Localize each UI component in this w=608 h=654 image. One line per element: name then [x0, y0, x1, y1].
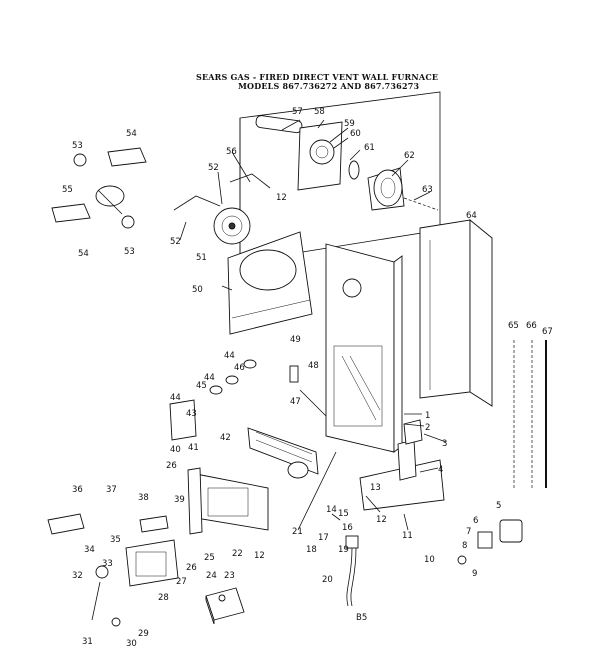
footer-label-b5: B5: [356, 613, 367, 623]
callout-60: 60: [350, 129, 361, 139]
bracket-assembly: [359, 419, 445, 511]
callout-10: 10: [424, 555, 435, 565]
thermostat-parts: [457, 519, 523, 565]
diagram-title-line2: MODELS 867.736272 AND 867.736273: [238, 81, 420, 91]
callout-46: 46: [234, 363, 245, 373]
callout-28: 28: [158, 593, 169, 603]
side-panel: [419, 219, 493, 407]
callout-20: 20: [322, 575, 333, 585]
callout-16: 16: [342, 523, 353, 533]
diagram-title-line1: SEARS GAS - FIRED DIRECT VENT WALL FURNA…: [196, 72, 439, 82]
left-small-parts: [47, 513, 179, 627]
callout-12: 12: [276, 193, 287, 203]
callout-21: 21: [292, 527, 303, 537]
callout-17: 17: [318, 533, 329, 543]
callout-54a: 54: [126, 129, 137, 139]
vent-assembly-inset: [239, 91, 441, 263]
callout-50: 50: [192, 285, 203, 295]
callout-41: 41: [188, 443, 199, 453]
callout-3: 3: [442, 439, 447, 449]
heat-exchanger-panel: [325, 243, 403, 453]
callout-12c: 12: [254, 551, 265, 561]
callout-38: 38: [138, 493, 149, 503]
callout-31: 31: [82, 637, 93, 647]
callout-52a: 52: [208, 163, 219, 173]
callout-19: 19: [338, 545, 349, 555]
callout-58: 58: [314, 107, 325, 117]
motor-mount: [51, 147, 147, 229]
callout-45: 45: [196, 381, 207, 391]
callout-2: 2: [425, 423, 430, 433]
control-panel: [169, 359, 299, 441]
callout-53b: 53: [124, 247, 135, 257]
callout-15: 15: [338, 509, 349, 519]
callout-7: 7: [466, 527, 471, 537]
callout-29: 29: [138, 629, 149, 639]
burner-assembly: [247, 427, 319, 479]
callout-32: 32: [72, 571, 83, 581]
callout-6: 6: [473, 516, 478, 526]
callout-56: 56: [226, 147, 237, 157]
callout-51: 51: [196, 253, 207, 263]
callout-37: 37: [106, 485, 117, 495]
callout-64: 64: [466, 211, 477, 221]
callout-12b: 12: [376, 515, 387, 525]
callout-62: 62: [404, 151, 415, 161]
callout-14: 14: [326, 505, 337, 515]
callout-5: 5: [496, 501, 501, 511]
callout-1: 1: [425, 411, 430, 421]
callout-57: 57: [292, 107, 303, 117]
callout-33: 33: [102, 559, 113, 569]
callout-53a: 53: [72, 141, 83, 151]
gas-line: [345, 535, 359, 607]
blower-wheel: [173, 173, 271, 245]
gas-valve: [205, 587, 245, 625]
callout-52b: 52: [170, 237, 181, 247]
callout-24: 24: [206, 571, 217, 581]
vent-pipe: [513, 340, 547, 488]
callout-30: 30: [126, 639, 137, 649]
leader-lines: [179, 119, 447, 531]
callout-23: 23: [224, 571, 235, 581]
callout-44a: 44: [170, 393, 181, 403]
callout-66: 66: [526, 321, 537, 331]
callout-44c: 44: [224, 351, 235, 361]
callout-42: 42: [220, 433, 231, 443]
callout-40: 40: [170, 445, 181, 455]
callout-44b: 44: [204, 373, 215, 383]
callout-27: 27: [176, 577, 187, 587]
callout-67: 67: [542, 327, 553, 337]
callout-13: 13: [370, 483, 381, 493]
callout-26a: 26: [166, 461, 177, 471]
callout-63: 63: [422, 185, 433, 195]
callout-35: 35: [110, 535, 121, 545]
callout-48: 48: [308, 361, 319, 371]
callout-34: 34: [84, 545, 95, 555]
callout-4: 4: [438, 465, 443, 475]
callout-49: 49: [290, 335, 301, 345]
blower-housing: [227, 231, 313, 335]
callout-65: 65: [508, 321, 519, 331]
callout-36: 36: [72, 485, 83, 495]
callout-43: 43: [186, 409, 197, 419]
callout-61: 61: [364, 143, 375, 153]
callout-9: 9: [472, 569, 477, 579]
callout-26b: 26: [186, 563, 197, 573]
callout-25: 25: [204, 553, 215, 563]
callout-39: 39: [174, 495, 185, 505]
callout-54b: 54: [78, 249, 89, 259]
burner-box: [187, 467, 269, 535]
callout-labels: 1 2 3 4 5 6 7 8 9 10 11 12 12 12 13 14 1…: [62, 107, 553, 649]
callout-59: 59: [344, 119, 355, 129]
callout-22: 22: [232, 549, 243, 559]
callout-11: 11: [402, 531, 413, 541]
callout-55: 55: [62, 185, 73, 195]
callout-8: 8: [462, 541, 467, 551]
callout-18: 18: [306, 545, 317, 555]
callout-47: 47: [290, 397, 301, 407]
